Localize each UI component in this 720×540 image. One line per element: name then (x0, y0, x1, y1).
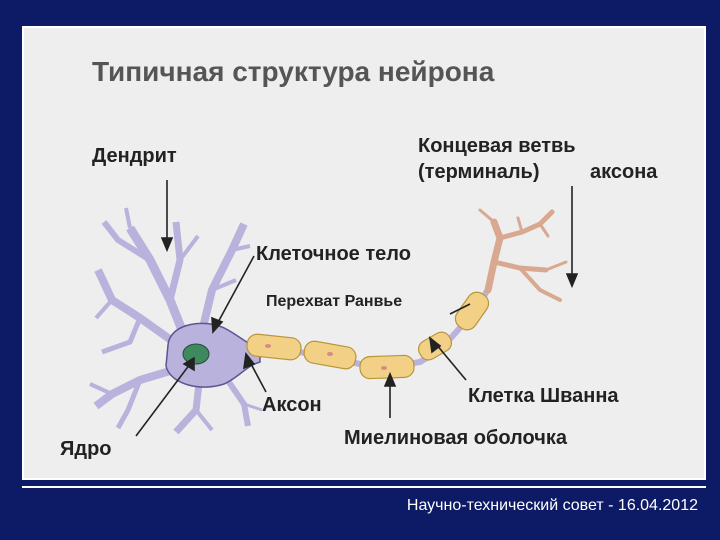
axon-label: Аксон (262, 394, 322, 416)
terminal-label-line2b: аксона (590, 161, 658, 183)
cell-body-label: Клеточное тело (256, 243, 411, 265)
dendrites (89, 207, 263, 435)
schwann-nucleus (381, 366, 387, 370)
nucleus-label: Ядро (60, 438, 112, 460)
myelin-segment (246, 333, 302, 361)
dendrite-label: Дендрит (92, 145, 177, 167)
pointer-lines (135, 180, 579, 437)
ranvier-label: Перехват Ранвье (266, 293, 403, 310)
slide-title: Типичная структура нейрона (92, 56, 495, 87)
nucleus-shape (182, 343, 210, 365)
schwann-nucleus (265, 344, 271, 348)
schwann-label: Клетка Шванна (468, 385, 619, 407)
footer-divider (22, 486, 706, 488)
myelin-label: Миелиновая оболочка (344, 427, 567, 449)
footer-text: Научно-технический совет - 16.04.2012 (406, 497, 698, 514)
schwann-nucleus (327, 352, 333, 356)
myelin-segment (359, 354, 415, 380)
terminal-label-line2a: (терминаль) (418, 161, 540, 183)
axon-terminal (478, 208, 568, 302)
myelin-segment (454, 291, 490, 331)
terminal-label-line1: Концевая ветвь (418, 135, 576, 157)
